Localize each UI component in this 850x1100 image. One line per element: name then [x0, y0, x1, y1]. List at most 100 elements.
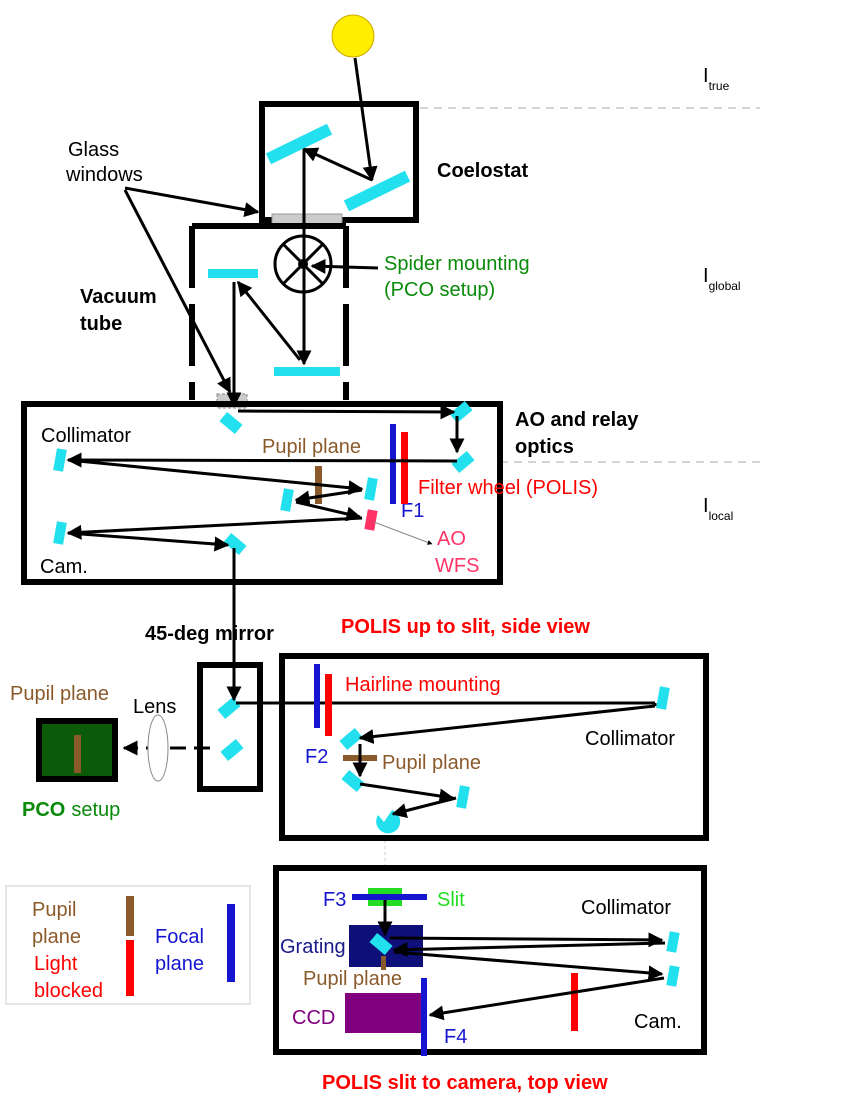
- f1-focal-plane-marker: [390, 424, 396, 504]
- pco-camera-icon: [36, 718, 118, 782]
- legend-focal-label-1: Focal: [155, 926, 204, 948]
- ao-mirror-1: [219, 411, 243, 435]
- f1-label: F1: [401, 500, 424, 522]
- polis-side-mirror-2: [341, 769, 365, 793]
- grating-label: Grating: [280, 936, 346, 958]
- ao-ray-1: [237, 404, 456, 420]
- glass-windows-label-1: Glass: [68, 139, 119, 161]
- polis-top-cam-label: Cam.: [634, 1011, 682, 1033]
- polis-side-mirror-3: [456, 785, 470, 809]
- hairline-mounting-marker: [325, 674, 332, 736]
- mirror-45-box: [197, 662, 263, 792]
- legend-light-label-1: Light: [34, 953, 78, 975]
- polis-side-ray-2: [358, 704, 656, 745]
- legend-pupil-label-2: plane: [32, 926, 81, 948]
- mirror-45-upper: [217, 696, 241, 720]
- f3-label: F3: [323, 889, 346, 911]
- ao-wfs-label-2: WFS: [435, 555, 479, 577]
- i-true-label: Itrue: [703, 65, 730, 93]
- coelostat-mirror-1: [265, 123, 333, 165]
- ao-ray-6: [295, 500, 362, 522]
- sun-icon: [331, 14, 375, 58]
- glass-window-pointer-top: [124, 186, 260, 217]
- mirror-45-label: 45-deg mirror: [145, 623, 274, 645]
- glass-window-pointer-bottom: [123, 189, 232, 394]
- vacuum-tube-label-1: Vacuum: [80, 286, 157, 308]
- filter-wheel-label: Filter wheel (POLIS): [418, 477, 598, 499]
- polis-top-collimator-mirror: [666, 931, 680, 953]
- polis-top-ray-3: [392, 941, 666, 958]
- vacuum-tube-label-2: tube: [80, 313, 122, 335]
- ao-cam-mirror: [53, 521, 67, 545]
- polis-top-ray-5: [428, 976, 665, 1021]
- ao-collimator-label: Collimator: [41, 425, 131, 447]
- ao-mirror-4: [280, 488, 294, 512]
- polis-side-pupil-plane-label: Pupil plane: [382, 752, 481, 774]
- legend-focal-swatch: [227, 904, 235, 982]
- grating-mirror: [369, 932, 393, 956]
- ao-wfs-label-1: AO: [437, 528, 466, 550]
- ao-wfs-beamsplitter: [364, 509, 378, 531]
- legend-blocked-swatch: [126, 940, 134, 996]
- vacuum-mirror-upper: [208, 269, 258, 278]
- ao-title-1: AO and relay: [515, 409, 639, 431]
- ao-ray-7: [66, 516, 363, 540]
- coelostat-box: [259, 101, 419, 223]
- polis-side-box: [279, 653, 709, 841]
- f2-focal-plane-marker: [314, 664, 320, 728]
- hairline-mounting-label: Hairline mounting: [345, 674, 501, 696]
- lens-icon: [147, 714, 169, 782]
- vacuum-mirror-lower: [274, 367, 340, 376]
- ao-collimator-mirror: [53, 448, 67, 472]
- ao-wfs-beam: [373, 521, 433, 545]
- i-global-label: Iglobal: [703, 265, 741, 293]
- legend-pupil-label-1: Pupil: [32, 899, 76, 921]
- pco-pupil-plane-label: Pupil plane: [10, 683, 109, 705]
- polis-top-title: POLIS slit to camera, top view: [322, 1072, 608, 1094]
- ao-mirror-3: [451, 450, 475, 474]
- vacuum-ray-up: [236, 280, 302, 361]
- coelostat-ray: [302, 147, 373, 182]
- ao-ray-4: [67, 458, 364, 496]
- polis-top-pupil-plane-marker: [381, 956, 386, 970]
- polis-side-ray-5: [391, 796, 457, 818]
- ao-relay-box: [21, 401, 503, 585]
- polis-side-title: POLIS up to slit, side view: [341, 616, 590, 638]
- mirror-45-lower: [220, 738, 244, 762]
- i-local-label: Ilocal: [703, 495, 733, 523]
- ao-ray-5: [294, 488, 363, 506]
- ccd-block: [345, 993, 421, 1033]
- ccd-label: CCD: [292, 1007, 335, 1029]
- ao-ray-8: [67, 531, 230, 552]
- legend-pupil-swatch: [126, 896, 134, 936]
- legend-focal-label-2: plane: [155, 953, 204, 975]
- polis-top-blocked-marker: [571, 973, 578, 1031]
- ao-ray-3: [66, 452, 458, 468]
- f4-focal-plane-marker: [421, 978, 427, 1056]
- slit-label: Slit: [437, 889, 465, 911]
- spider-mounting-label-2: (PCO setup): [384, 279, 495, 301]
- polis-top-ray-4: [393, 950, 664, 981]
- spider-mounting-label-1: Spider mounting: [384, 253, 530, 275]
- ao-title-2: optics: [515, 436, 574, 458]
- polis-top-ray-2: [389, 932, 664, 948]
- ao-cam-label: Cam.: [40, 556, 88, 578]
- coelostat-title: Coelostat: [437, 160, 528, 182]
- polis-top-cam-mirror: [666, 965, 680, 987]
- filter-wheel-marker: [401, 432, 408, 504]
- lens-label: Lens: [133, 696, 176, 718]
- coelostat-mirror-2: [343, 170, 411, 212]
- f2-label: F2: [305, 746, 328, 768]
- polis-top-pupil-plane-label: Pupil plane: [303, 968, 402, 990]
- polis-side-collimator-label: Collimator: [585, 728, 675, 750]
- ao-mirror-5: [364, 477, 378, 501]
- polis-side-mirror-1: [339, 727, 363, 751]
- f4-label: F4: [444, 1026, 467, 1048]
- ao-pupil-plane-label: Pupil plane: [262, 436, 361, 458]
- legend-light-label-2: blocked: [34, 980, 103, 1002]
- polis-side-ray-4: [359, 782, 455, 804]
- glass-windows-label-2: windows: [65, 164, 143, 186]
